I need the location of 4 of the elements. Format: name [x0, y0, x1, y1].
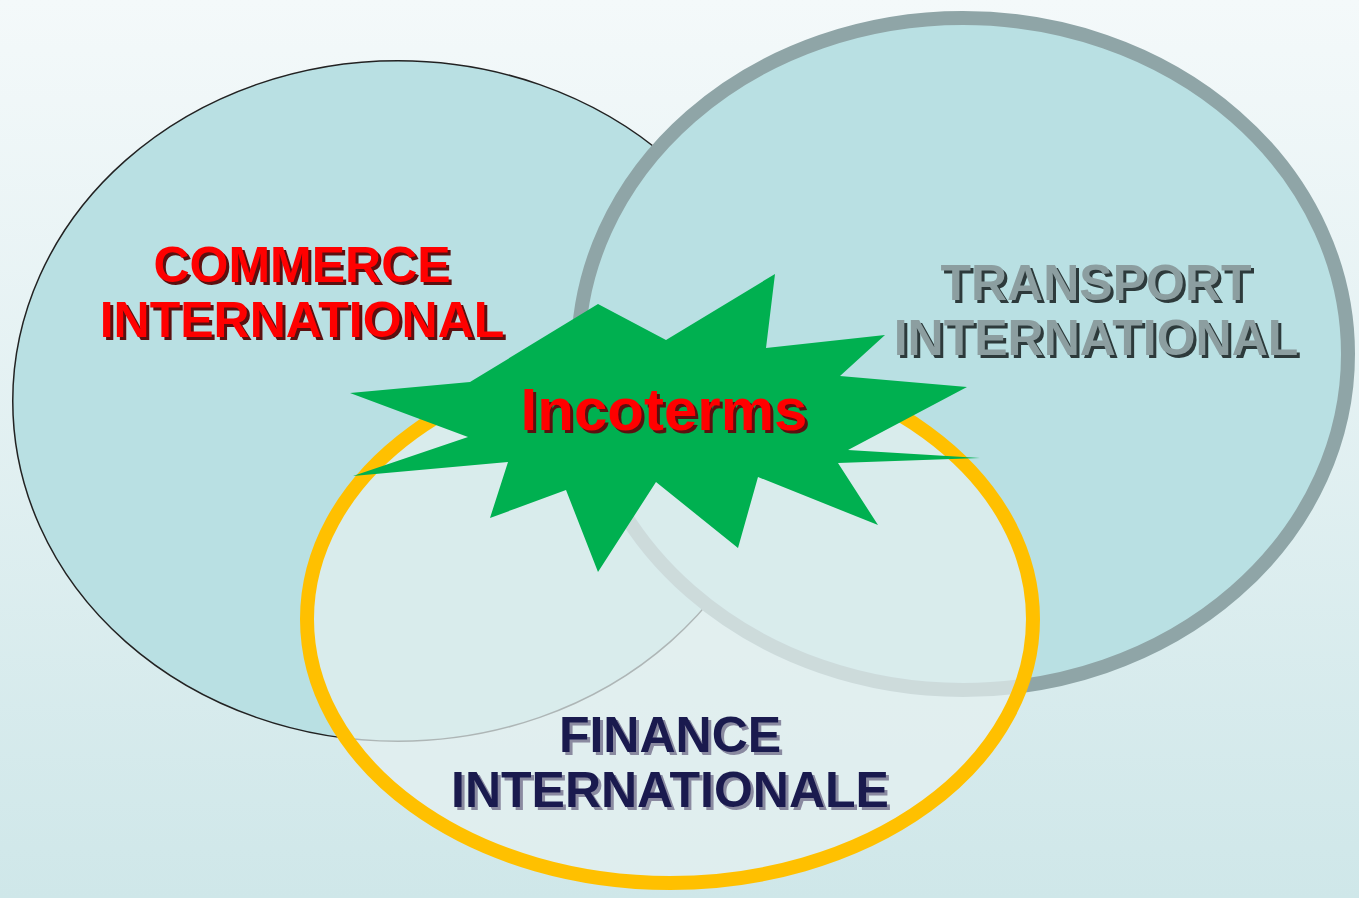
region-label: Incoterms	[519, 377, 809, 443]
region-label: COMMERCE INTERNATIONAL	[98, 238, 506, 348]
region-label: TRANSPORT INTERNATIONAL	[892, 256, 1300, 366]
region-label: FINANCE INTERNATIONALE	[450, 708, 890, 818]
